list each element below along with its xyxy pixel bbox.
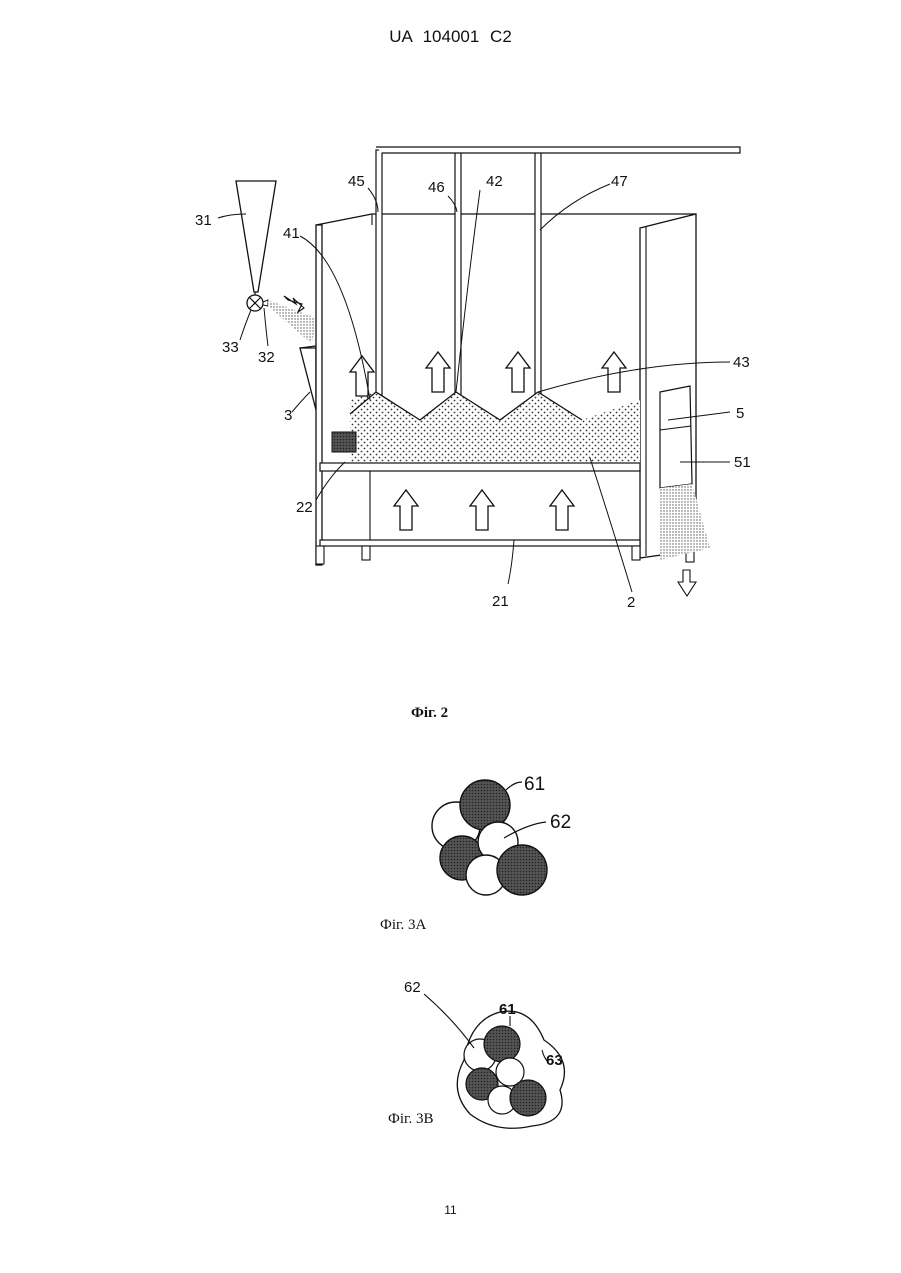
hopper-31 bbox=[236, 181, 276, 292]
figure-3b-caption: Фіг. 3B bbox=[388, 1111, 433, 1128]
discharge-arrow bbox=[678, 570, 696, 596]
label-22: 22 bbox=[296, 499, 313, 516]
label-62-b: 62 bbox=[404, 979, 421, 996]
figure-2-caption: Фіг. 2 bbox=[411, 705, 448, 722]
label-3: 3 bbox=[284, 407, 292, 424]
heater-block bbox=[332, 432, 356, 452]
label-46: 46 bbox=[428, 179, 445, 196]
label-42: 42 bbox=[486, 173, 503, 190]
pipe-47 bbox=[535, 150, 541, 395]
bottom-frame bbox=[320, 540, 640, 546]
left-wall bbox=[316, 225, 322, 565]
spray-stream bbox=[268, 300, 316, 344]
figure-3a-drawing: 61 62 bbox=[432, 774, 571, 895]
discharge-stream bbox=[660, 484, 710, 560]
label-45: 45 bbox=[348, 173, 365, 190]
label-2: 2 bbox=[627, 594, 635, 611]
particle-61-c bbox=[497, 845, 547, 895]
label-5: 5 bbox=[736, 405, 744, 422]
label-31: 31 bbox=[195, 212, 212, 229]
page-number: 11 bbox=[0, 1203, 901, 1217]
particle-61-d bbox=[484, 1026, 520, 1062]
pipe-45 bbox=[376, 150, 382, 395]
label-47: 47 bbox=[611, 173, 628, 190]
label-62-a: 62 bbox=[550, 812, 571, 833]
label-51: 51 bbox=[734, 454, 751, 471]
label-61-a: 61 bbox=[524, 774, 545, 795]
label-32: 32 bbox=[258, 349, 275, 366]
discharge-5 bbox=[660, 386, 692, 488]
figure-2-drawing: 31 33 32 3 22 41 45 46 42 47 43 5 51 21 … bbox=[195, 147, 751, 611]
top-pipe bbox=[376, 147, 740, 153]
label-63: 63 bbox=[546, 1052, 563, 1069]
label-33: 33 bbox=[222, 339, 239, 356]
figure-3b-drawing: 62 61 63 bbox=[404, 979, 564, 1128]
figure-3a-caption: Фіг. 3A bbox=[380, 917, 426, 934]
label-43: 43 bbox=[733, 354, 750, 371]
label-21: 21 bbox=[492, 593, 509, 610]
label-41: 41 bbox=[283, 225, 300, 242]
particle-61-f bbox=[510, 1080, 546, 1116]
label-61-b: 61 bbox=[499, 1001, 516, 1018]
